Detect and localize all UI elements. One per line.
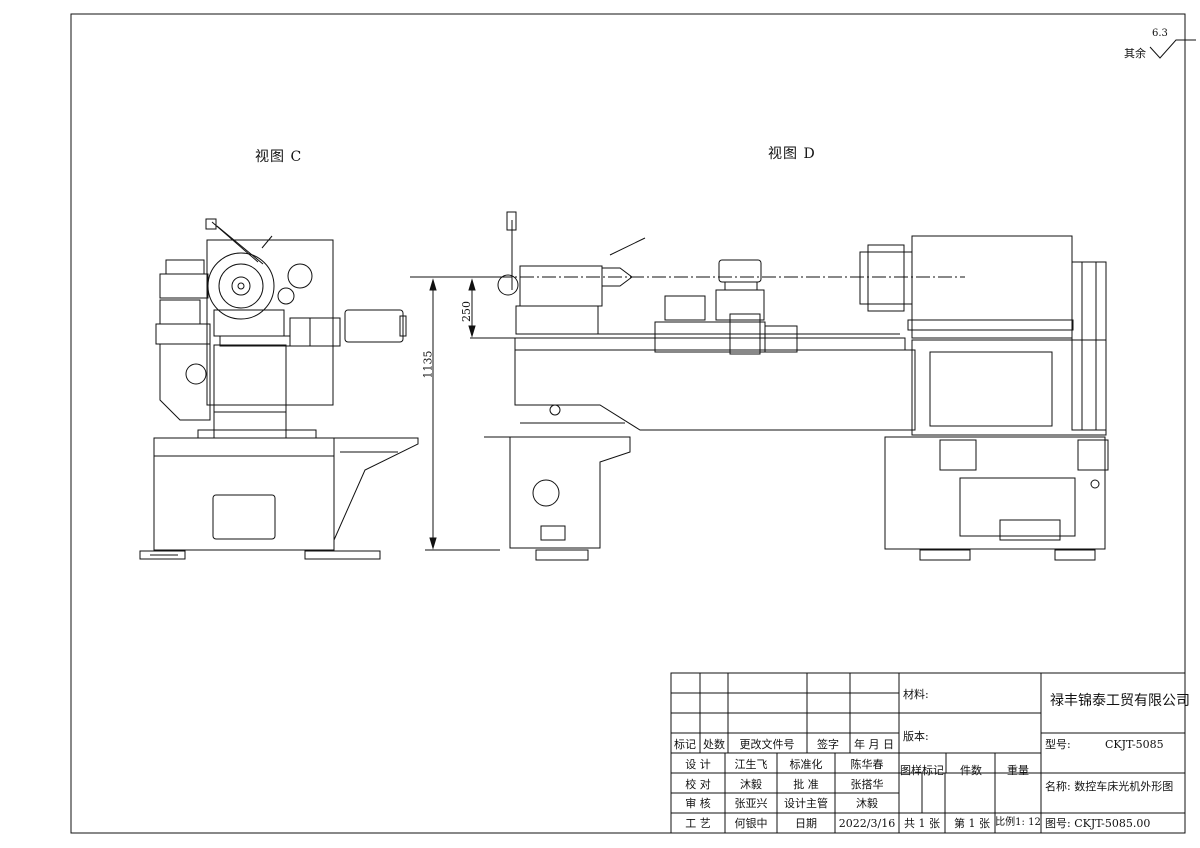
dimension-center-height: 250 xyxy=(460,301,473,322)
view-d-label: 视图 D xyxy=(768,146,816,162)
dimension-height: 1135 xyxy=(421,350,435,379)
sign-role: 设计主管 xyxy=(784,797,828,810)
rev-header-count: 处数 xyxy=(703,738,725,751)
rev-header-doc: 更改文件号 xyxy=(739,738,795,751)
weight-label: 重量 xyxy=(1007,764,1029,777)
scale: 比例1: 12 xyxy=(995,817,1041,828)
sign-role: 审 核 xyxy=(685,797,711,810)
sign-role: 工 艺 xyxy=(685,817,711,830)
view-c-label: 视图 C xyxy=(255,149,303,165)
sheet-number: 第 1 张 xyxy=(954,817,990,830)
drawing-name: 名称: 数控车床光机外形图 xyxy=(1045,780,1174,793)
sign-name: 张亚兴 xyxy=(734,797,768,810)
sign-name: 陈华春 xyxy=(850,758,884,771)
drawing-frame xyxy=(70,13,1186,834)
rev-header-date: 年 月 日 xyxy=(854,738,894,751)
material-label: 材料: xyxy=(903,688,929,701)
sign-name: 江生飞 xyxy=(734,758,768,771)
version-label: 版本: xyxy=(903,730,929,743)
sign-role: 设 计 xyxy=(685,758,711,771)
sign-role: 批 准 xyxy=(793,778,819,791)
roughness-prefix: 其余 xyxy=(1124,47,1146,60)
model-value: CKJT-5085 xyxy=(1105,738,1164,751)
title-block-lines xyxy=(670,672,1186,834)
sign-date: 2022/3/16 xyxy=(838,817,896,830)
company-name: 禄丰锦泰工贸有限公司 xyxy=(1050,693,1190,709)
sample-mark-label: 图样标记 xyxy=(900,764,944,777)
drawing-number: 图号: CKJT-5085.00 xyxy=(1045,817,1151,830)
roughness-value: 6.3 xyxy=(1152,28,1168,39)
sign-name: 沐毅 xyxy=(740,778,762,791)
sign-name: 何银中 xyxy=(734,817,768,830)
roughness-symbol xyxy=(1149,39,1196,59)
sign-role: 标准化 xyxy=(789,758,823,771)
rev-header-sign: 签字 xyxy=(817,738,839,751)
count-label: 件数 xyxy=(960,764,982,777)
sign-role: 日期 xyxy=(795,817,817,830)
sheets-total: 共 1 张 xyxy=(904,817,940,830)
view-c-drawing xyxy=(139,218,419,560)
sign-name: 沐毅 xyxy=(856,797,878,810)
rev-header-mark: 标记 xyxy=(674,738,696,751)
sign-name: 张搭华 xyxy=(850,778,884,791)
sign-role: 校 对 xyxy=(685,778,711,791)
view-d-drawing xyxy=(410,211,1109,561)
model-label: 型号: xyxy=(1045,738,1071,751)
